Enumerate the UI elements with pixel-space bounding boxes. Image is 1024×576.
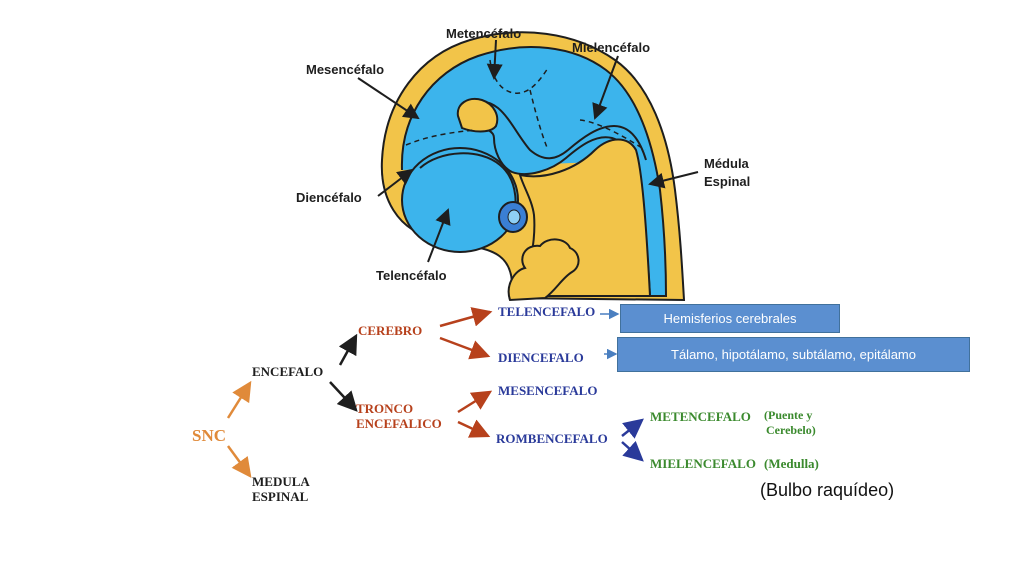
label-medula-line2: Espinal	[704, 174, 750, 189]
label-telencefalo: Telencéfalo	[376, 268, 447, 283]
edge-cerebro-telencefalo	[439, 307, 493, 328]
branchial-arches	[507, 238, 580, 302]
edge-encefalo-cerebro	[338, 333, 358, 366]
label-diencefalo: Diencéfalo	[296, 190, 362, 205]
label-mielencefalo: Mielencéfalo	[572, 40, 650, 55]
node-telencefalo: TELENCEFALO	[498, 304, 595, 319]
edge-snc-medula	[226, 445, 252, 479]
callout-hemisferios: Hemisferios cerebrales	[620, 304, 840, 333]
boundary-mie	[579, 119, 646, 151]
isthmus-notch	[456, 98, 499, 133]
edge-tronco-rombencefalo	[457, 419, 491, 438]
node-snc: SNC	[192, 426, 226, 445]
edge-tronco-mesencefalo	[457, 390, 493, 414]
label-medula-line1: Médula	[704, 156, 750, 171]
node-diencefalo: DIENCEFALO	[498, 350, 584, 365]
node-tronco-line1: TRONCO	[356, 401, 413, 416]
edge-snc-encefalo	[226, 380, 252, 419]
node-medula-line1: MEDULA	[252, 474, 310, 489]
node-mielencefalo-note: (Medulla)	[764, 456, 819, 471]
edge-encefalo-tronco	[329, 381, 358, 412]
bulbo-note: (Bulbo raquídeo)	[760, 480, 895, 500]
node-mesencefalo: MESENCEFALO	[498, 383, 597, 398]
label-mesencefalo: Mesencéfalo	[306, 62, 384, 77]
boundary-met-mie	[529, 89, 549, 151]
optic-lens	[507, 209, 521, 225]
edge-rombencefalo-metencefalo	[621, 418, 644, 439]
node-cerebro: CEREBRO	[358, 323, 422, 338]
node-metencefalo-note-line2: Cerebelo)	[766, 423, 816, 437]
label-metencefalo: Metencéfalo	[446, 26, 521, 41]
node-mielencefalo: MIELENCEFALO	[650, 456, 756, 471]
edge-cerebro-diencefalo	[439, 336, 491, 360]
node-encefalo: ENCEFALO	[252, 364, 323, 379]
node-rombencefalo: ROMBENCEFALO	[496, 431, 608, 446]
boundary-mes-met	[405, 129, 476, 146]
node-metencefalo: METENCEFALO	[650, 409, 751, 424]
node-metencefalo-note-line1: (Puente y	[764, 408, 812, 422]
callout-talamo-text: Tálamo, hipotálamo, subtálamo, epitálamo	[671, 347, 916, 362]
node-medula-line2: ESPINAL	[252, 489, 309, 504]
telencephalon-vesicle	[401, 147, 519, 253]
node-tronco-line2: ENCEFALICO	[356, 416, 442, 431]
edge-rombencefalo-mielencefalo	[621, 440, 644, 462]
callout-hemisferios-text: Hemisferios cerebrales	[663, 311, 797, 326]
callout-talamo: Tálamo, hipotálamo, subtálamo, epitálamo	[617, 337, 970, 372]
